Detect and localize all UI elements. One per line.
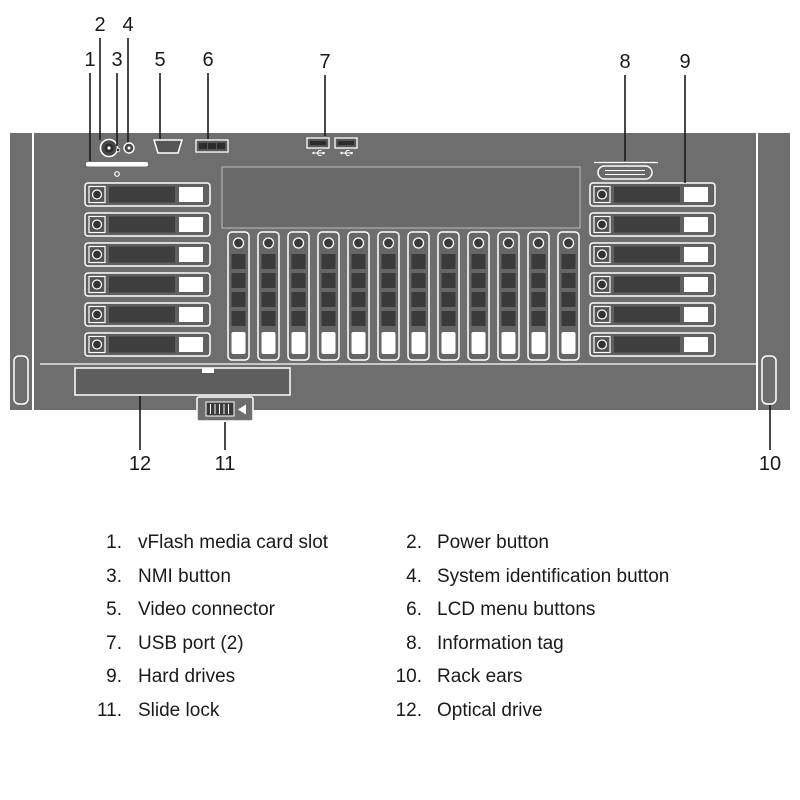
callout-number-7: 7 (319, 51, 331, 73)
vflash-media-card-slot (86, 162, 148, 177)
slide-lock (196, 396, 254, 422)
rack-ear-left (13, 355, 29, 405)
hard-drive-slot (227, 231, 250, 361)
hard-drive-bay (84, 272, 211, 297)
hard-drive-bay (84, 302, 211, 327)
legend-number: 3. (106, 565, 122, 587)
hard-drive-bay (84, 332, 211, 357)
callout-number-12: 12 (128, 453, 152, 475)
hard-drive-bay (589, 242, 716, 267)
legend-number: 5. (106, 599, 122, 620)
legend-number: 4. (406, 565, 422, 587)
power-button (99, 138, 119, 158)
hard-drive-slot (557, 231, 580, 361)
legend-label: Power button (437, 532, 549, 553)
legend-label: vFlash media card slot (138, 532, 329, 553)
legend-label: Hard drives (138, 666, 236, 687)
legend-number: 2. (406, 532, 422, 553)
hard-drive-bay (589, 182, 716, 207)
hard-drive-bay (84, 212, 211, 237)
legend-label: NMI button (138, 565, 231, 587)
hard-drive-bay (589, 302, 716, 327)
front-panel-illustration (10, 38, 790, 450)
callout-number-11: 11 (214, 453, 236, 475)
usb-port-2 (334, 137, 358, 156)
legend-number: 1. (106, 532, 122, 553)
legend-number: 8. (406, 632, 422, 654)
legend-label: USB port (2) (138, 632, 244, 654)
hard-drive-bay (589, 212, 716, 237)
information-tag (594, 161, 658, 180)
video-connector (152, 139, 184, 154)
hard-drive-slot (497, 231, 520, 361)
legend-number: 10. (395, 666, 422, 687)
legend-number: 11. (96, 699, 122, 721)
hard-drive-slot (377, 231, 400, 361)
hard-drive-bay (84, 242, 211, 267)
legend-label: Information tag (437, 632, 564, 654)
hard-drive-slot (317, 231, 340, 361)
hard-drive-bay (589, 332, 716, 357)
hard-drive-slot (287, 231, 310, 361)
legend-number: 7. (106, 632, 122, 654)
legend-number: 6. (406, 599, 422, 620)
hard-drive-slot (467, 231, 490, 361)
legend-label: System identification button (437, 565, 670, 587)
legend-number: 12. (395, 699, 422, 721)
center-panel (221, 166, 581, 229)
callout-number-9: 9 (679, 51, 691, 73)
legend-label: LCD menu buttons (437, 599, 596, 620)
hard-drive-slot (407, 231, 430, 361)
legend-label: Rack ears (437, 666, 523, 687)
lcd-menu-buttons (195, 139, 229, 153)
callout-number-8: 8 (619, 51, 631, 73)
legend: 1. vFlash media card slot 2. Power butto… (96, 526, 669, 727)
hard-drive-slot (437, 231, 460, 361)
hard-drive-slot (257, 231, 280, 361)
rack-ear-right (761, 355, 777, 405)
callout-number-6: 6 (202, 49, 214, 71)
callout-number-1: 1 (84, 49, 96, 71)
callout-number-3: 3 (111, 49, 123, 71)
callout-number-5: 5 (154, 49, 166, 71)
callout-number-10: 10 (758, 453, 782, 475)
callout-number-4: 4 (122, 14, 134, 36)
hard-drive-slot (527, 231, 550, 361)
legend-label: Video connector (138, 599, 275, 620)
legend-label: Slide lock (138, 699, 220, 721)
legend-label: Optical drive (437, 699, 543, 721)
hard-drive-slot (347, 231, 370, 361)
system-identification-button (123, 142, 135, 154)
usb-port-1 (306, 137, 330, 156)
hard-drive-bay (84, 182, 211, 207)
legend-number: 9. (106, 666, 122, 687)
callout-number-2: 2 (94, 14, 106, 36)
hard-drive-bay (589, 272, 716, 297)
nmi-button (115, 147, 121, 153)
optical-drive (74, 367, 291, 396)
